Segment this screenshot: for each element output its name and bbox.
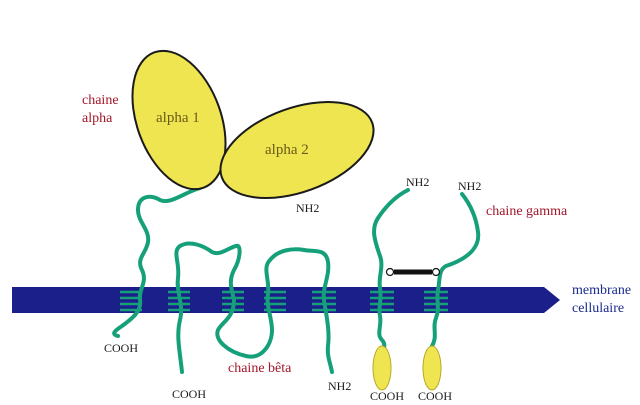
gamma-left-cooh-domain xyxy=(373,346,391,390)
chaine-beta-label: chaine bêta xyxy=(228,361,292,376)
cooh-gamma-left-label: COOH xyxy=(370,389,404,403)
cooh-gamma-right-label: COOH xyxy=(418,389,452,403)
cooh-beta-label: COOH xyxy=(172,387,206,401)
bridge-left-dot xyxy=(387,269,394,276)
nh2-beta-label: NH2 xyxy=(328,379,351,393)
alpha2-label: alpha 2 xyxy=(265,142,309,158)
chaine-alpha-label-line2: alpha xyxy=(82,111,113,126)
nh2-gamma-right-label: NH2 xyxy=(458,179,481,193)
bridge-right-dot xyxy=(433,269,440,276)
nh2-gamma-left-label: NH2 xyxy=(406,175,429,189)
membrane-label-line2: cellulaire xyxy=(572,301,624,316)
chaine-alpha-label-line1: chaine xyxy=(82,93,119,108)
chaine-gamma-label: chaine gamma xyxy=(486,204,568,219)
nh2-alpha-label: NH2 xyxy=(296,201,319,215)
gamma-right-cooh-domain xyxy=(423,346,441,390)
membrane-arrow-tip xyxy=(544,287,560,313)
alpha1-label: alpha 1 xyxy=(156,110,200,126)
cooh-alpha-label: COOH xyxy=(104,341,138,355)
alpha-chain-strand xyxy=(114,188,200,336)
membrane-label-line1: membrane xyxy=(572,283,631,298)
